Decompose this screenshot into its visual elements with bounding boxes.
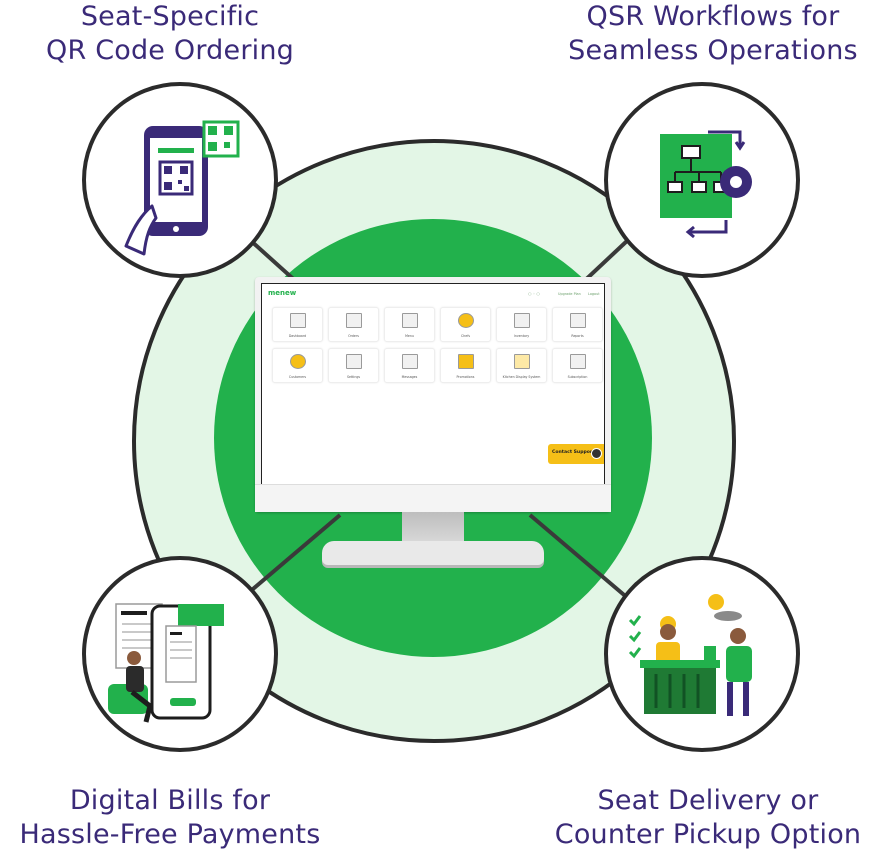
kitchen-display-icon: [514, 354, 530, 369]
monitor-neck: [402, 512, 464, 542]
caption-line: QR Code Ordering: [46, 35, 294, 66]
caption-seat-delivery: Seat Delivery or Counter Pickup Option: [538, 784, 878, 852]
monitor-chin: [255, 484, 611, 512]
tile-messages[interactable]: Messages: [384, 348, 435, 383]
promotions-icon: [458, 354, 474, 369]
caption-line: Seat-Specific: [80, 1, 260, 32]
menu-icon: [402, 313, 418, 328]
caption-line: Hassle-Free Payments: [19, 819, 321, 850]
tile-label: Reports: [571, 334, 584, 338]
dashboard-icon: [290, 313, 306, 328]
tile-promotions[interactable]: Promotions: [440, 348, 491, 383]
monitor-stand: [322, 541, 544, 565]
notification-icons[interactable]: ○ ◦ ○: [528, 291, 540, 296]
tile-kitchen-display[interactable]: Kitchen Display System: [496, 348, 547, 383]
caption-line: Seat Delivery or: [597, 785, 819, 816]
workflow-gear-icon: [660, 130, 752, 239]
dashboard-screen: menew ○ ◦ ○ Upgrade Plan Logout Dashboar…: [261, 283, 605, 485]
tile-label: Promotions: [456, 375, 475, 379]
seat-delivery-circle: [604, 556, 800, 752]
qsr-workflow-circle: [604, 82, 800, 278]
tile-reports[interactable]: Reports: [552, 307, 603, 342]
chef-icon: [458, 313, 474, 328]
tile-chefs[interactable]: Chefs: [440, 307, 491, 342]
digital-bill-icon: [108, 603, 224, 723]
tile-label: Customers: [288, 375, 307, 379]
tile-label: Menu: [405, 334, 414, 338]
support-agent-icon: [591, 448, 602, 459]
tile-inventory[interactable]: Inventory: [496, 307, 547, 342]
tile-label: Settings: [346, 375, 361, 379]
tile-label: Chefs: [461, 334, 470, 338]
inventory-icon: [514, 313, 530, 328]
tile-dashboard[interactable]: Dashboard: [272, 307, 323, 342]
caption-line: QSR Workflows for: [586, 1, 840, 32]
caption-line: Seamless Operations: [568, 35, 858, 66]
orders-icon: [346, 313, 362, 328]
caption-line: Counter Pickup Option: [554, 819, 862, 850]
customers-icon: [290, 354, 306, 369]
settings-icon: [346, 354, 362, 369]
counter-pickup-icon: [628, 594, 752, 716]
brand-logo: menew: [268, 289, 297, 297]
tile-label: Orders: [348, 334, 359, 338]
logout-link[interactable]: Logout: [588, 292, 600, 296]
digital-bills-circle: [82, 556, 278, 752]
tile-orders[interactable]: Orders: [328, 307, 379, 342]
contact-support-button[interactable]: Contact Support: [548, 444, 604, 464]
caption-line: Digital Bills for: [69, 785, 271, 816]
caption-digital-bills: Digital Bills for Hassle-Free Payments: [0, 784, 340, 852]
caption-qr-ordering: Seat-Specific QR Code Ordering: [10, 0, 330, 68]
caption-qsr-workflows: QSR Workflows for Seamless Operations: [548, 0, 878, 68]
reports-icon: [570, 313, 586, 328]
tile-customers[interactable]: Customers: [272, 348, 323, 383]
contact-support-label: Contact Support: [552, 450, 595, 455]
messages-icon: [402, 354, 418, 369]
tile-label: Dashboard: [288, 334, 307, 338]
qr-phone-icon: [124, 120, 240, 256]
tile-label: Subscription: [567, 375, 588, 379]
subscription-icon: [570, 354, 586, 369]
tile-settings[interactable]: Settings: [328, 348, 379, 383]
monitor: menew ○ ◦ ○ Upgrade Plan Logout Dashboar…: [255, 277, 611, 512]
tile-subscription[interactable]: Subscription: [552, 348, 603, 383]
tile-label: Inventory: [513, 334, 530, 338]
upgrade-plan-link[interactable]: Upgrade Plan: [558, 292, 581, 296]
tile-menu[interactable]: Menu: [384, 307, 435, 342]
tile-label: Kitchen Display System: [502, 375, 541, 379]
qr-ordering-circle: [82, 82, 278, 278]
tile-label: Messages: [401, 375, 418, 379]
